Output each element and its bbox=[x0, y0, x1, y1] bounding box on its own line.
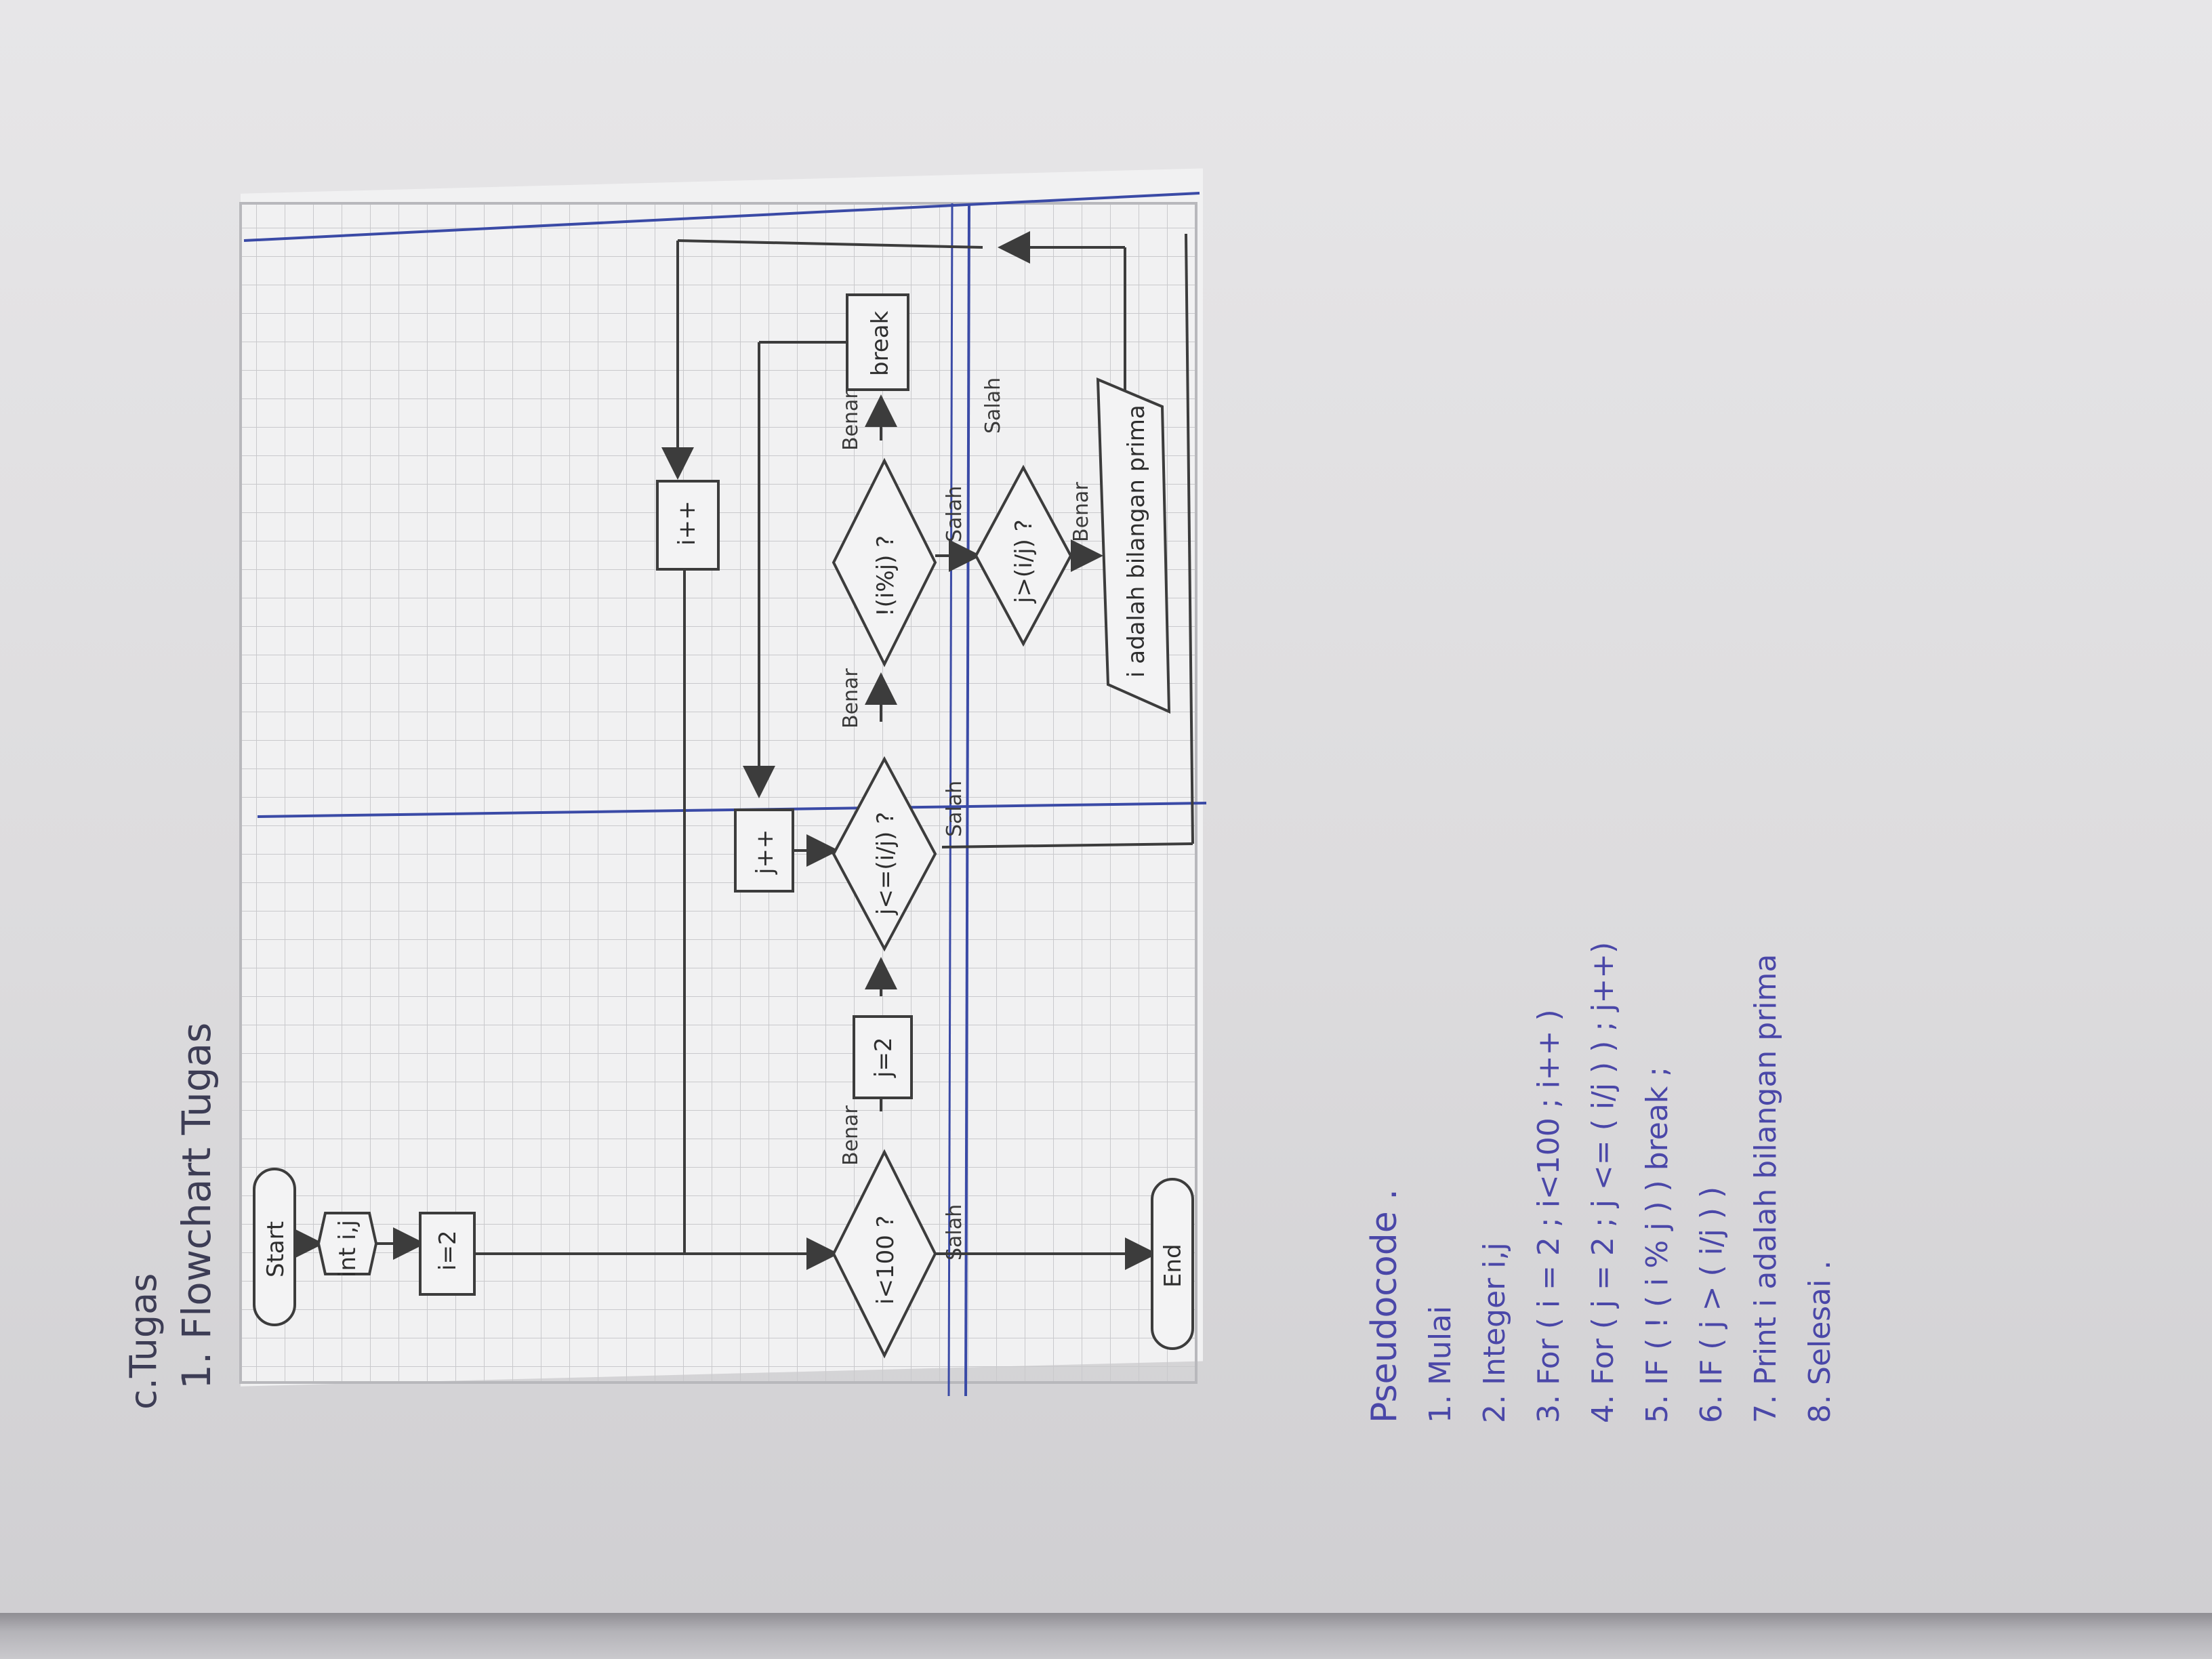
break-label: break bbox=[867, 310, 894, 376]
section-label: c.Tugas bbox=[122, 1273, 165, 1410]
init-j-box bbox=[853, 1015, 913, 1099]
cond-prime-diamond bbox=[974, 464, 1073, 647]
margin-line-right bbox=[947, 203, 954, 1397]
salah-label: Salah bbox=[943, 781, 966, 837]
benar-label: Benar bbox=[839, 1105, 863, 1166]
pseudocode-line: 2. Integer i,j bbox=[1477, 1242, 1512, 1423]
end-terminal bbox=[1151, 1178, 1194, 1350]
cond-j-label: j<=(i/j) ? bbox=[872, 812, 899, 916]
inc-j-label: j++ bbox=[752, 830, 779, 875]
cond-i-label: i<100 ? bbox=[872, 1215, 899, 1305]
inc-i-box bbox=[656, 480, 720, 571]
pseudocode-line: 4. For ( j = 2 ; j <= ( i/j ) ) ; j++) bbox=[1586, 942, 1620, 1423]
flowchart-sheet bbox=[239, 168, 1207, 1397]
start-label: Start bbox=[262, 1221, 289, 1277]
margin-line-middle bbox=[257, 802, 1207, 818]
salah-label: Salah bbox=[943, 1204, 966, 1261]
cond-mod-label: !(i%j) ? bbox=[872, 535, 899, 617]
pseudocode-line: 1. Mulai bbox=[1423, 1306, 1458, 1423]
benar-label: Benar bbox=[839, 390, 863, 451]
output-parallelogram bbox=[1096, 377, 1171, 714]
salah-label: Salah bbox=[943, 486, 966, 542]
output-label: i adalah bilangan prima bbox=[1123, 405, 1150, 678]
pseudocode-line: 3. For ( i = 2 ; i<100 ; i++ ) bbox=[1532, 1009, 1566, 1423]
declare-hexagon bbox=[316, 1212, 378, 1275]
start-terminal bbox=[253, 1168, 296, 1326]
margin-line-left bbox=[964, 203, 970, 1397]
end-label: End bbox=[1160, 1244, 1187, 1288]
inc-i-label: i++ bbox=[674, 501, 701, 546]
declare-label: int i,j bbox=[334, 1220, 361, 1277]
break-box bbox=[846, 293, 909, 391]
handwritten-header: c.Tugas 1. Flowchart Tugas bbox=[122, 1023, 220, 1410]
flowchart-connectors bbox=[264, 231, 1194, 1270]
margin-line-top bbox=[243, 192, 1200, 242]
cond-prime-label: j>(i/j) ? bbox=[1010, 519, 1038, 604]
benar-label: Benar bbox=[1069, 482, 1093, 542]
pseudocode-title: Pseudocode . bbox=[1364, 1189, 1405, 1423]
init-i-box bbox=[419, 1212, 476, 1296]
init-j-label: j=2 bbox=[870, 1037, 897, 1078]
salah-label: Salah bbox=[981, 377, 1005, 434]
benar-label: Benar bbox=[839, 668, 863, 729]
pseudocode-line: 6. IF ( j > ( i/j ) ) bbox=[1694, 1187, 1729, 1423]
notebook-edge bbox=[0, 1613, 2212, 1659]
init-i-label: i=2 bbox=[434, 1230, 462, 1271]
pseudocode-block: Pseudocode . 1. Mulai 2. Integer i,j 3. … bbox=[1364, 942, 1837, 1423]
cond-i-diamond bbox=[832, 1149, 937, 1359]
pseudocode-line: 7. Print i adalah bilangan prima bbox=[1748, 954, 1783, 1423]
cond-mod-diamond bbox=[832, 457, 937, 668]
flowchart-subtitle: 1. Flowchart Tugas bbox=[173, 1023, 220, 1389]
pseudocode-line: 8. Selesai . bbox=[1803, 1261, 1837, 1423]
cond-j-diamond bbox=[832, 756, 937, 952]
inc-j-box bbox=[734, 808, 794, 893]
pseudocode-line: 5. IF ( ! ( i % j ) ) break ; bbox=[1640, 1067, 1675, 1423]
